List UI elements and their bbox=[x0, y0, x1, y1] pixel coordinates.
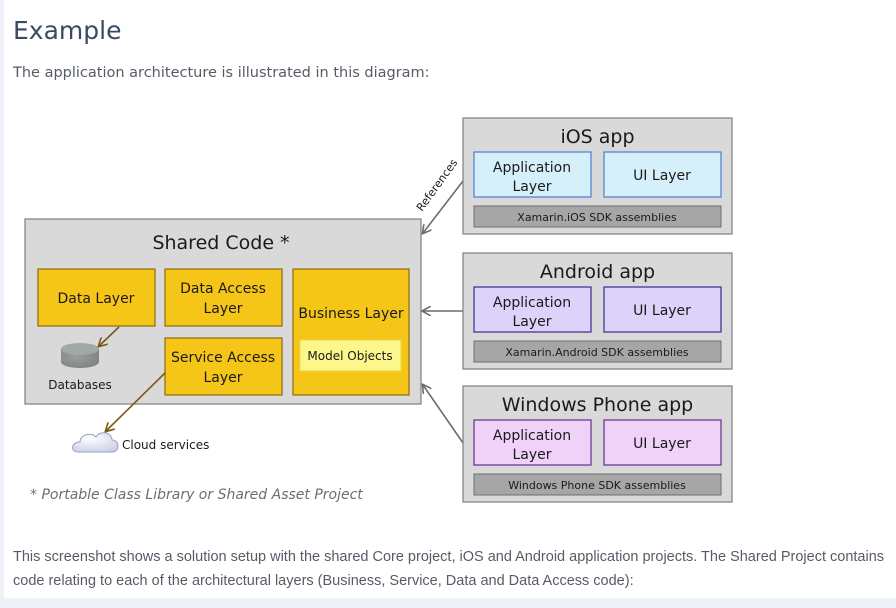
business-layer-label: Business Layer bbox=[298, 306, 403, 322]
section-title: Example bbox=[13, 16, 122, 45]
ios-app-title: iOS app bbox=[560, 126, 634, 148]
model-objects-label: Model Objects bbox=[307, 349, 392, 363]
architecture-diagram: Shared Code * Data Layer Data Access Lay… bbox=[24, 117, 733, 503]
cloud-icon bbox=[72, 432, 119, 453]
ios-reference-arrow bbox=[423, 180, 464, 233]
android-application-layer-box bbox=[473, 286, 592, 333]
ios-sdk-box bbox=[473, 205, 722, 228]
winphone-reference-arrow bbox=[423, 385, 464, 444]
android-application-layer-label-1: Application bbox=[493, 295, 571, 311]
ios-application-layer-label-1: Application bbox=[493, 160, 571, 176]
android-ui-layer-label: UI Layer bbox=[633, 303, 691, 319]
databases-label: Databases bbox=[48, 378, 112, 392]
cloud-services-label: Cloud services bbox=[122, 438, 209, 452]
android-app-title: Android app bbox=[540, 261, 655, 283]
shared-code-title: Shared Code * bbox=[152, 232, 289, 254]
ios-ui-layer-label: UI Layer bbox=[633, 168, 691, 184]
ios-application-layer-box bbox=[473, 151, 592, 198]
data-layer-box: Data Layer bbox=[37, 268, 156, 327]
service-to-cloud-arrow bbox=[106, 372, 166, 431]
data-access-label-1: Data Access bbox=[180, 281, 266, 297]
service-access-layer-box: Service Access Layer bbox=[164, 337, 283, 396]
footnote: * Portable Class Library or Shared Asset… bbox=[30, 487, 363, 503]
data-layer-label: Data Layer bbox=[58, 291, 135, 307]
ios-ui-layer-box bbox=[603, 151, 722, 198]
intro-text: The application architecture is illustra… bbox=[13, 65, 430, 81]
winphone-app-title: Windows Phone app bbox=[502, 394, 694, 416]
service-access-label-1: Service Access bbox=[171, 350, 275, 366]
android-ui-layer-box bbox=[603, 286, 722, 333]
winphone-sdk-label: Windows Phone SDK assemblies bbox=[508, 479, 686, 492]
winphone-application-layer-label-2: Layer bbox=[512, 447, 551, 463]
business-layer-box: Business Layer Model Objects bbox=[292, 268, 410, 396]
service-access-label-2: Layer bbox=[203, 370, 242, 386]
winphone-application-layer-label-1: Application bbox=[493, 428, 571, 444]
winphone-sdk-box bbox=[473, 473, 722, 496]
android-sdk-label: Xamarin.Android SDK assemblies bbox=[505, 346, 689, 359]
android-sdk-box bbox=[473, 340, 722, 363]
references-label: References bbox=[414, 156, 461, 213]
data-access-layer-box: Data Access Layer bbox=[164, 268, 283, 327]
winphone-ui-layer-box bbox=[603, 419, 722, 466]
data-to-db-arrow bbox=[99, 326, 120, 346]
outro-text: This screenshot shows a solution setup w… bbox=[13, 549, 885, 589]
data-access-label-2: Layer bbox=[203, 301, 242, 317]
database-icon bbox=[61, 343, 99, 368]
winphone-application-layer-box bbox=[473, 419, 592, 466]
android-application-layer-label-2: Layer bbox=[512, 314, 551, 330]
ios-application-layer-label-2: Layer bbox=[512, 179, 551, 195]
ios-sdk-label: Xamarin.iOS SDK assemblies bbox=[517, 211, 677, 224]
winphone-ui-layer-label: UI Layer bbox=[633, 436, 691, 452]
